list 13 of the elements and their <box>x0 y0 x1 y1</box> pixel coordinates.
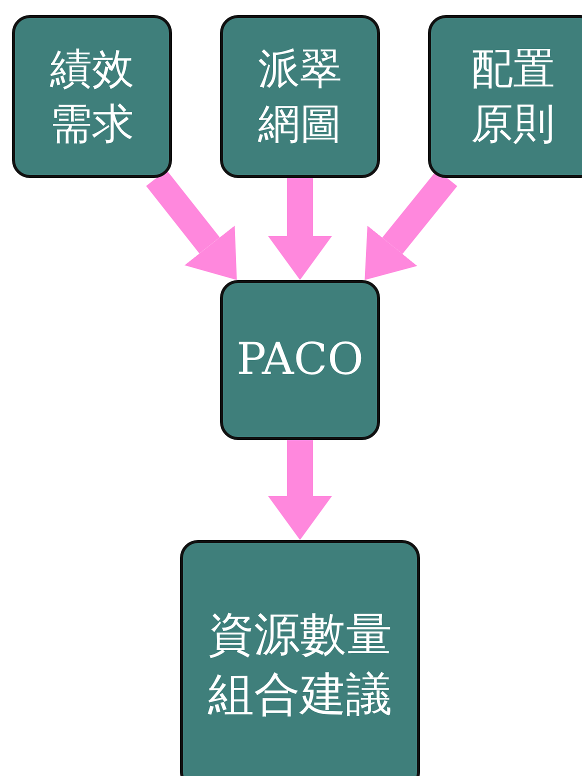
process-box <box>220 280 380 440</box>
arrow <box>268 440 332 540</box>
arrow <box>146 170 237 280</box>
process-box <box>180 540 420 776</box>
box-label: PACO <box>236 333 364 388</box>
box-label: 配置原則 <box>470 42 556 150</box>
box-label: 資源數量組合建議 <box>206 606 393 723</box>
box-label: 派翠網圖 <box>256 42 343 150</box>
process-box <box>220 15 380 178</box>
box-label: 績效需求 <box>48 42 135 150</box>
arrow <box>268 178 332 280</box>
process-box <box>12 15 172 178</box>
process-box <box>428 15 582 178</box>
